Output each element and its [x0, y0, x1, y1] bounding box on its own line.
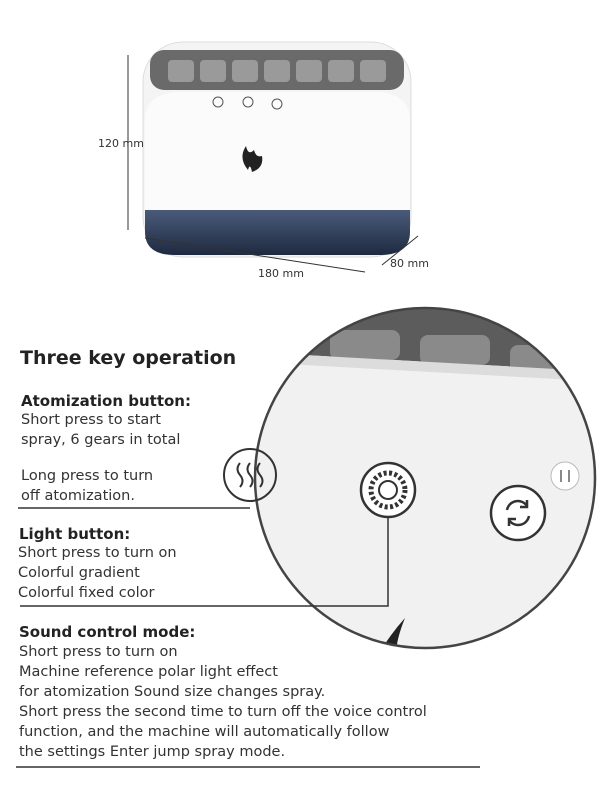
- speaker-grille-icon: [550, 461, 580, 491]
- sound-heading: Sound control mode:: [19, 623, 196, 641]
- sound-description: Short press to turn on Machine reference…: [19, 642, 427, 762]
- light-description: Short press to turn on Colorful gradient…: [18, 543, 177, 603]
- text-line: for atomization Sound size changes spray…: [19, 684, 326, 700]
- depth-label: 80 mm: [390, 257, 429, 270]
- atomization-description: Short press to start spray, 6 gears in t…: [21, 410, 180, 450]
- light-icon: [359, 461, 417, 519]
- text-line: Short press to turn on: [18, 545, 177, 561]
- height-label: 120 mm: [98, 137, 144, 150]
- text-line: Short press to turn on: [19, 644, 178, 660]
- text-line: Machine reference polar light effect: [19, 664, 278, 680]
- dimension-lines: [127, 55, 419, 273]
- text-line: spray, 6 gears in total: [21, 432, 181, 448]
- zoom-detail: [255, 308, 595, 648]
- product-photo: [142, 41, 412, 258]
- text-line: Colorful gradient: [18, 565, 140, 581]
- atomization-heading: Atomization button:: [21, 392, 191, 410]
- text-line: Short press the second time to turn off …: [19, 704, 427, 720]
- text-line: Long press to turn: [21, 468, 154, 484]
- text-line: function, and the machine will automatic…: [19, 724, 390, 740]
- width-label: 180 mm: [258, 267, 304, 280]
- leader-lines: [16, 507, 480, 768]
- section-title: Three key operation: [20, 347, 237, 369]
- light-heading: Light button:: [19, 525, 131, 543]
- atomization-long-press: Long press to turn off atomization.: [21, 466, 153, 506]
- atomization-icon: [223, 448, 277, 502]
- text-line: off atomization.: [21, 488, 135, 504]
- sound-refresh-icon: [489, 484, 547, 542]
- text-line: Colorful fixed color: [18, 585, 155, 601]
- text-line: Short press to start: [21, 412, 161, 428]
- text-line: the settings Enter jump spray mode.: [19, 744, 286, 760]
